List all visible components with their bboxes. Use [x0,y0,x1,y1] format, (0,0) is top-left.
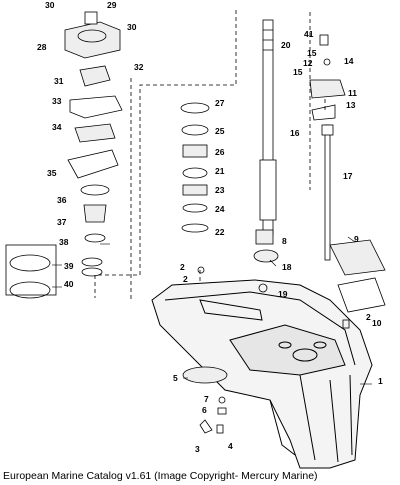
callout-2c: 2 [180,262,185,272]
callout-15b: 15 [293,67,303,77]
callout-28: 28 [37,42,47,52]
callout-21: 21 [215,166,225,176]
callout-30b: 30 [127,22,137,32]
callout-39: 39 [64,261,74,271]
callout-4: 4 [228,441,233,451]
callout-12: 12 [303,58,313,68]
callout-29: 29 [107,0,117,10]
callout-20: 20 [281,40,291,50]
callout-19: 19 [278,289,288,299]
callout-14: 14 [344,56,354,66]
callout-7: 7 [204,394,209,404]
callout-36: 36 [57,195,67,205]
callout-13: 13 [346,100,356,110]
callout-10: 10 [372,318,382,328]
callout-33: 33 [52,96,62,106]
callout-23: 23 [215,185,225,195]
callout-25: 25 [215,126,225,136]
callout-2a: 2 [183,274,188,284]
callout-labels: 1 2 2 2 3 4 5 6 7 8 9 10 11 12 13 14 15 … [37,0,383,454]
callout-40: 40 [64,279,74,289]
callout-35: 35 [47,168,57,178]
callout-37: 37 [57,217,67,227]
callout-27: 27 [215,98,225,108]
image-caption: European Marine Catalog v1.61 (Image Cop… [3,470,318,482]
callout-24: 24 [215,204,225,214]
callout-3: 3 [195,444,200,454]
bearing-carrier [182,266,350,434]
shift-shaft-17 [321,124,334,261]
callout-9: 9 [354,234,359,244]
drive-shaft-20 [259,19,277,236]
callout-16: 16 [290,128,300,138]
callout-32: 32 [134,62,144,72]
callout-41: 41 [304,29,314,39]
leader-lines [52,236,372,385]
callout-38: 38 [59,237,69,247]
callout-15a: 15 [307,48,317,58]
callout-34: 34 [52,122,62,132]
gearcase-housing [151,279,373,469]
callout-22: 22 [215,227,225,237]
callout-26: 26 [215,147,225,157]
callout-30a: 30 [45,0,55,10]
drive-shaft-bearings [180,102,210,233]
callout-18: 18 [282,262,292,272]
pinion-bearing-gear [253,229,279,263]
callout-8: 8 [282,236,287,246]
cover-plate-gasket [329,239,386,313]
callout-31: 31 [54,76,64,86]
callout-11: 11 [348,88,357,98]
water-pump-stack [5,11,123,299]
callout-2b: 2 [366,312,371,322]
callout-17: 17 [343,171,353,181]
callout-1: 1 [378,376,383,386]
shift-linkage [309,34,346,121]
callout-5: 5 [173,373,178,383]
callout-6: 6 [202,405,207,415]
